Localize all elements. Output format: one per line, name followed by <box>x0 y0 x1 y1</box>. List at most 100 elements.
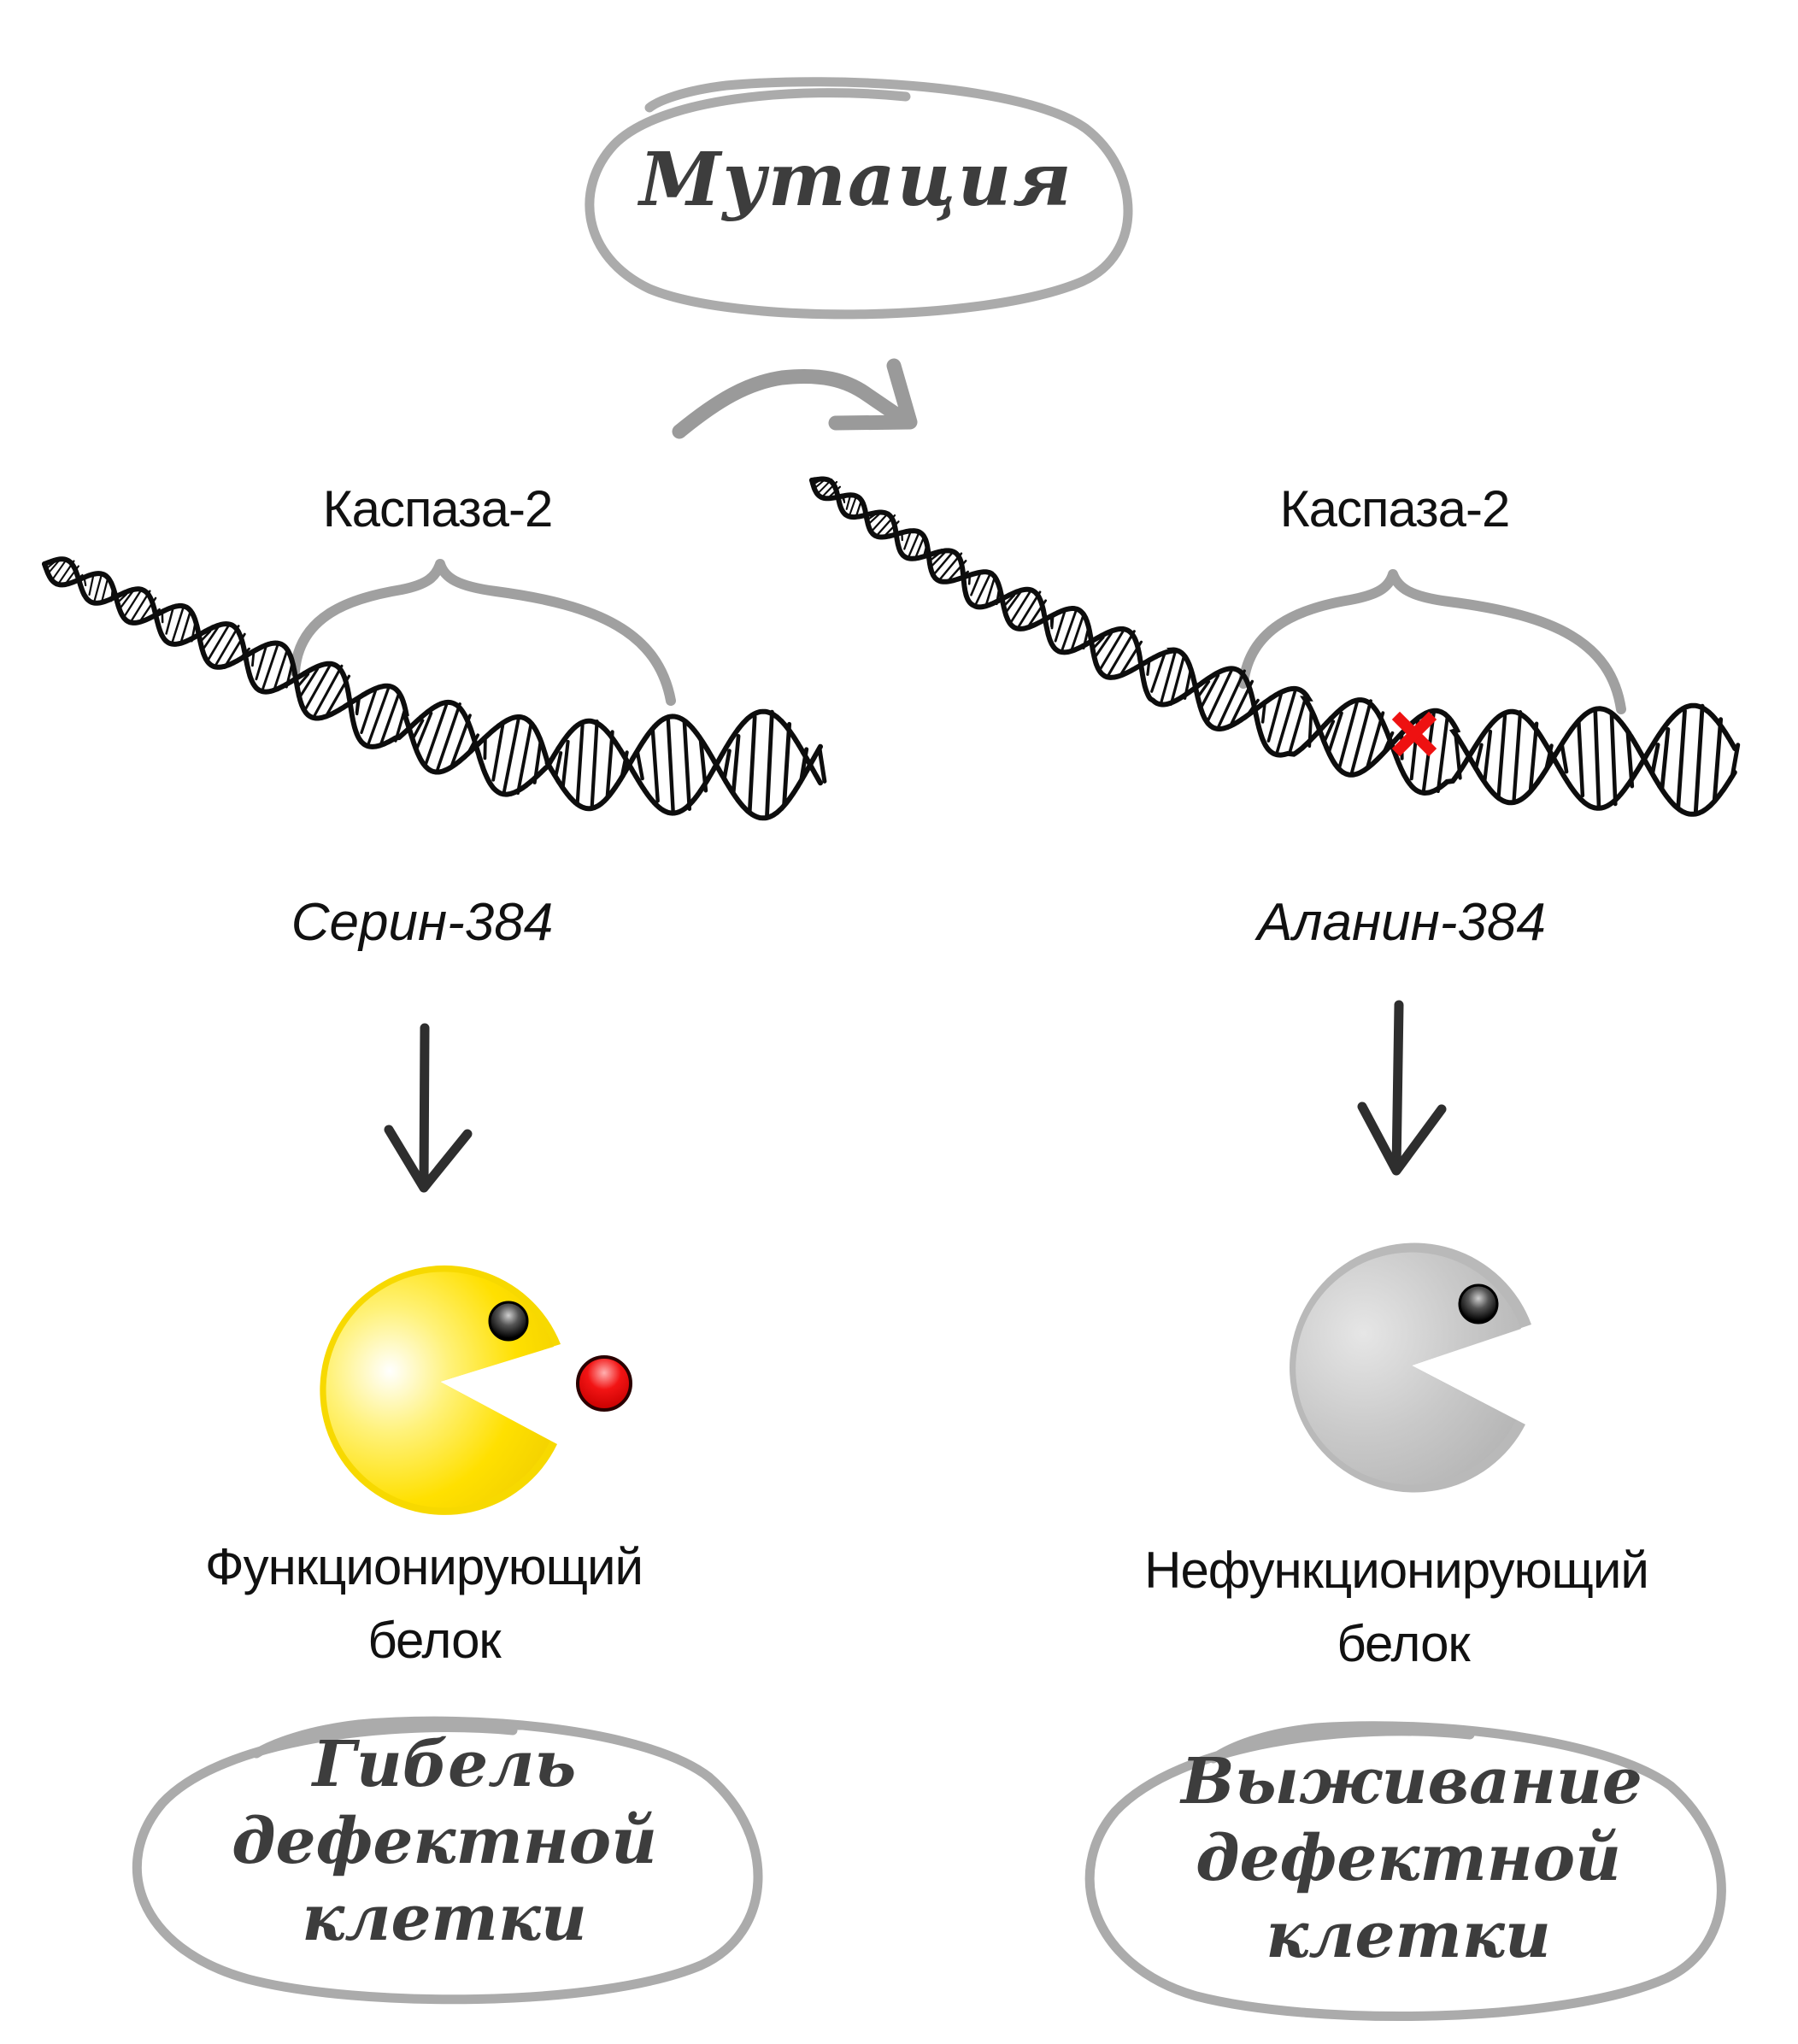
dna-base-pair <box>1199 673 1220 710</box>
dna-base-pair <box>93 573 103 602</box>
outcome-text-line1: Гибель <box>311 1728 576 1801</box>
outcome-oval-outline <box>1084 1721 1726 2022</box>
protein-label-wild-type-line2: белок <box>367 1612 502 1669</box>
dna-base-pair <box>261 642 280 690</box>
arrow-down-icon <box>384 1023 473 1193</box>
dna-base-pair <box>47 559 61 575</box>
dna-base-pair <box>516 721 533 796</box>
dna-base-pair <box>1054 608 1067 643</box>
arrow-down-icon <box>1357 1000 1447 1176</box>
dna-base-pair <box>1496 714 1507 800</box>
dna-base-pair <box>575 723 585 807</box>
dna-base-pair <box>1512 710 1523 805</box>
dna-base-pair <box>650 726 660 803</box>
dna-base-pair <box>171 605 185 643</box>
outcome-text-line3: клетки <box>302 1882 587 1955</box>
title-oval-outline <box>585 77 1133 320</box>
dna-base-pair <box>765 709 774 820</box>
dna-base-pair <box>1609 711 1618 807</box>
dna-base-pair <box>1008 588 1033 626</box>
dna-base-pair <box>817 746 827 784</box>
dna-base-pair <box>929 550 947 569</box>
dna-strand-b <box>42 556 823 816</box>
dna-base-pair <box>50 558 68 581</box>
dna-double-helix-icon <box>809 476 1741 817</box>
dna-base-pair <box>379 691 401 749</box>
dna-base-pair <box>747 714 757 815</box>
dna-base-pair <box>1069 613 1085 654</box>
dna-base-pair <box>590 719 599 811</box>
dna-base-pair <box>1216 669 1246 731</box>
dna-base-pair <box>213 625 240 668</box>
dna-base-pair <box>312 664 344 720</box>
dna-base-pair <box>1693 703 1705 816</box>
dna-base-pair <box>118 590 134 611</box>
outcome-text-line1: Выживание <box>1179 1745 1642 1818</box>
dna-base-pair <box>849 495 858 515</box>
red-x-mark-icon <box>1391 711 1437 757</box>
dna-base-pair <box>914 535 925 560</box>
dna-base-pair <box>1275 687 1298 755</box>
dna-base-pair <box>423 702 449 768</box>
dna-base-pair <box>411 719 425 741</box>
dna-base-pair <box>1098 627 1126 673</box>
dna-base-pair <box>1106 630 1136 678</box>
curly-brace-icon <box>1238 569 1626 714</box>
dna-base-pair <box>1577 719 1585 798</box>
dna-base-pair <box>1160 649 1178 705</box>
dna-base-pair <box>782 721 792 808</box>
dna-base-pair <box>1483 729 1493 784</box>
dna-base-pair <box>908 531 920 557</box>
pacman-protein-icon-nonfunctional <box>1290 1242 1531 1493</box>
dna-base-pair <box>1016 590 1042 630</box>
dna-base-pair <box>1650 743 1660 776</box>
dna-base-pair <box>1676 708 1687 811</box>
dna-base-pair <box>635 749 644 781</box>
dna-base-pair <box>970 571 982 596</box>
protein-label-wild-type-line1: Функционирующий <box>205 1538 643 1595</box>
curly-brace-icon <box>290 559 676 706</box>
dna-base-pair <box>974 572 992 605</box>
dna-base-pair <box>165 606 175 635</box>
dna-base-pair <box>903 530 913 550</box>
dna-base-pair <box>122 588 144 619</box>
protein-eye <box>488 1301 529 1342</box>
title-bubble: Мутация <box>585 77 1133 320</box>
title-text: Мутация <box>637 137 1072 223</box>
dna-double-helix-icon <box>42 556 827 821</box>
dna-base-pair <box>1205 667 1234 724</box>
dna-base-pair <box>605 730 614 800</box>
dna-base-pair <box>272 648 289 693</box>
protein-eye <box>1458 1283 1499 1324</box>
protein-label-mutant-line1: Нефункционирующий <box>1144 1542 1648 1599</box>
dna-base-pair <box>1287 693 1308 756</box>
dna-base-pair <box>1660 727 1671 792</box>
dna-base-pair <box>1061 608 1078 652</box>
red-ball-icon <box>576 1355 632 1412</box>
residue-label-wild-type: Серин-384 <box>291 893 553 952</box>
dna-base-pair <box>502 715 521 795</box>
gene-label-mutant: Каспаза-2 <box>1280 480 1510 537</box>
dna-base-pair <box>931 549 955 577</box>
dna-base-pair <box>179 609 192 646</box>
dna-base-pair <box>1337 700 1359 771</box>
dna-base-pair <box>491 720 505 782</box>
dna-base-pair <box>303 662 332 713</box>
gene-label-wild-type: Каспаза-2 <box>323 480 553 537</box>
dna-base-pair <box>414 711 433 752</box>
dna-base-pair <box>682 719 692 811</box>
dna-base-pair <box>100 576 109 604</box>
dna-base-pair <box>731 734 741 796</box>
dna-base-pair <box>206 622 231 663</box>
dna-strand-a <box>42 561 823 821</box>
dna-base-pair <box>1349 699 1372 777</box>
dna-strand-b <box>809 476 1738 811</box>
dna-base-pair <box>1322 720 1336 744</box>
protein-label-mutant-line2: белок <box>1337 1615 1471 1672</box>
dna-base-pair <box>1473 743 1484 771</box>
dna-base-pair <box>201 626 220 652</box>
dna-base-pair <box>1528 721 1539 794</box>
curved-arrow-right-icon <box>672 358 918 439</box>
dna-base-pair <box>360 686 379 735</box>
